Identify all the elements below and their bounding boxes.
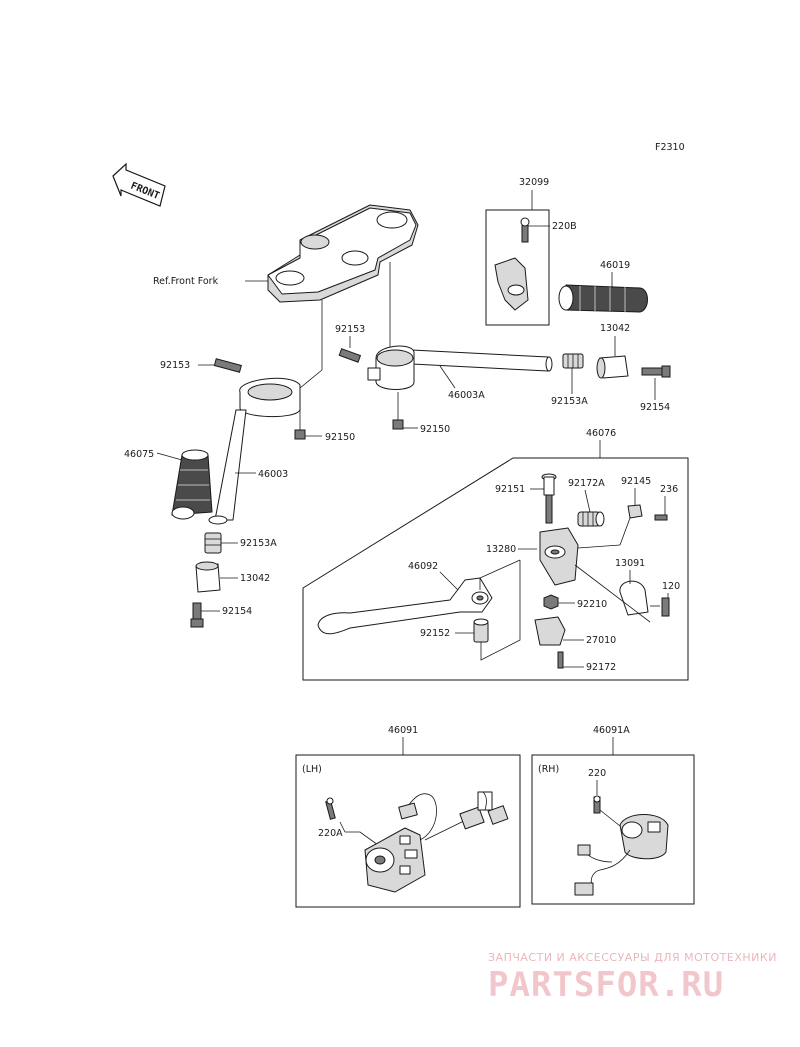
screw-236 <box>654 514 668 521</box>
label-13042-top: 13042 <box>600 323 630 334</box>
diagram-id: F2310 <box>655 142 685 153</box>
rh-switch-box <box>531 754 695 905</box>
label-46091: 46091 <box>388 725 418 736</box>
bolt-92154-left <box>190 602 204 628</box>
label-46076: 46076 <box>586 428 616 439</box>
pivot-bolt-92151 <box>541 473 557 524</box>
label-236: 236 <box>660 484 678 495</box>
throttle-pulley <box>494 257 529 311</box>
label-92145: 92145 <box>621 476 651 487</box>
lever-holder-13280 <box>539 527 579 586</box>
label-46091A: 46091A <box>593 725 630 736</box>
upper-triple-clamp <box>267 204 419 303</box>
lh-switch-box <box>295 754 521 908</box>
label-13280: 13280 <box>486 544 516 555</box>
ref-front-fork-label: Ref.Front Fork <box>153 276 219 287</box>
watermark-subtitle: ЗАПЧАСТИ И АКСЕССУАРЫ ДЛЯ МОТОТЕХНИКИ <box>488 951 777 964</box>
screw-92172 <box>557 651 564 669</box>
clutch-lever-46092 <box>317 577 493 635</box>
nut-92210 <box>543 594 559 610</box>
switch-27010 <box>534 616 566 646</box>
label-92154-top: 92154 <box>640 402 670 413</box>
throttle-box <box>485 209 550 326</box>
label-46003A: 46003A <box>448 390 485 401</box>
label-46003: 46003 <box>258 469 288 480</box>
front-direction-arrow: FRONT <box>112 162 166 207</box>
bolt-92150-left <box>294 398 306 440</box>
lh-connector-1 <box>398 802 418 820</box>
bolt-92153-mid <box>338 348 362 363</box>
bolt-92150-mid <box>392 392 404 430</box>
label-46092: 46092 <box>408 561 438 572</box>
label-92172: 92172 <box>586 662 616 673</box>
label-92150-mid: 92150 <box>420 424 450 435</box>
label-92153-mid: 92153 <box>335 324 365 335</box>
grip-46019 <box>558 284 648 313</box>
rh-switch-housing <box>619 814 669 860</box>
label-RH: (RH) <box>538 764 559 775</box>
clamp-13091 <box>619 580 649 616</box>
rh-connector-2 <box>574 882 594 896</box>
insert-92153A-top <box>562 353 584 369</box>
rh-connector-1 <box>577 844 591 856</box>
bolt-92153-left <box>213 358 242 373</box>
screw-220B <box>520 217 530 243</box>
bolt-92154-top <box>641 365 671 378</box>
grip-46075 <box>171 449 213 520</box>
label-13042-left: 13042 <box>240 573 270 584</box>
label-92153A-left: 92153A <box>240 538 277 549</box>
label-220A: 220A <box>318 828 343 839</box>
label-92172A: 92172A <box>568 478 605 489</box>
screw-220A <box>325 797 336 820</box>
watermark-brand: PARTSFOR.RU <box>488 965 724 1005</box>
label-92153-left: 92153 <box>160 360 190 371</box>
label-220: 220 <box>588 768 606 779</box>
right-handlebar <box>367 345 553 390</box>
spring-92172A <box>577 511 605 527</box>
label-32099: 32099 <box>519 177 549 188</box>
label-46019: 46019 <box>600 260 630 271</box>
weight-13042-left <box>195 561 221 593</box>
label-92152: 92152 <box>420 628 450 639</box>
lh-connector-2 <box>459 791 509 830</box>
label-13091: 13091 <box>615 558 645 569</box>
left-handlebar <box>208 377 301 525</box>
label-92210: 92210 <box>577 599 607 610</box>
label-92153A-top: 92153A <box>551 396 588 407</box>
label-220B: 220B <box>552 221 577 232</box>
label-120: 120 <box>662 581 680 592</box>
label-27010: 27010 <box>586 635 616 646</box>
label-46075: 46075 <box>124 449 154 460</box>
collar-92152 <box>473 618 489 643</box>
spring-92145 <box>627 504 643 519</box>
insert-92153A-left <box>204 532 222 554</box>
label-92151: 92151 <box>495 484 525 495</box>
label-92150-left: 92150 <box>325 432 355 443</box>
lh-switch-housing <box>364 827 426 893</box>
label-92154-left: 92154 <box>222 606 252 617</box>
clutch-lever-box <box>302 457 689 681</box>
screw-220 <box>593 795 601 814</box>
bolt-120 <box>661 597 670 617</box>
label-LH: (LH) <box>302 764 322 775</box>
weight-13042-top <box>596 355 629 379</box>
